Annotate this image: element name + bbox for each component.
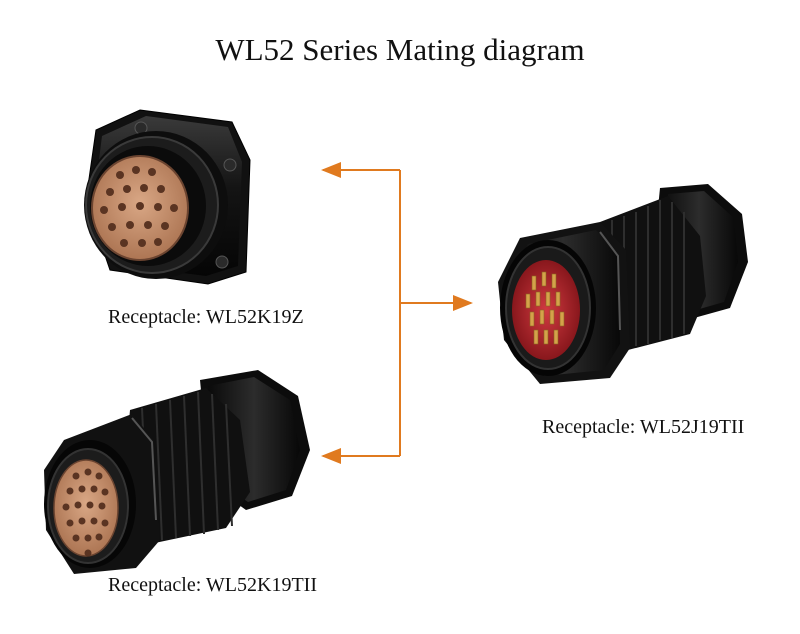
mating-arrows [321, 162, 473, 464]
connector-wl52k19z-image [84, 109, 251, 285]
connector-wl52j19t-image [498, 184, 748, 384]
label-wl52j19t: Receptacle: WL52J19TII [542, 416, 745, 438]
label-wl52k19z: Receptacle: WL52K19Z [108, 306, 304, 328]
diagram-title: WL52 Series Mating diagram [215, 32, 585, 67]
connector-wl52k19t-image [44, 370, 310, 574]
label-wl52k19t: Receptacle: WL52K19TII [108, 574, 317, 596]
